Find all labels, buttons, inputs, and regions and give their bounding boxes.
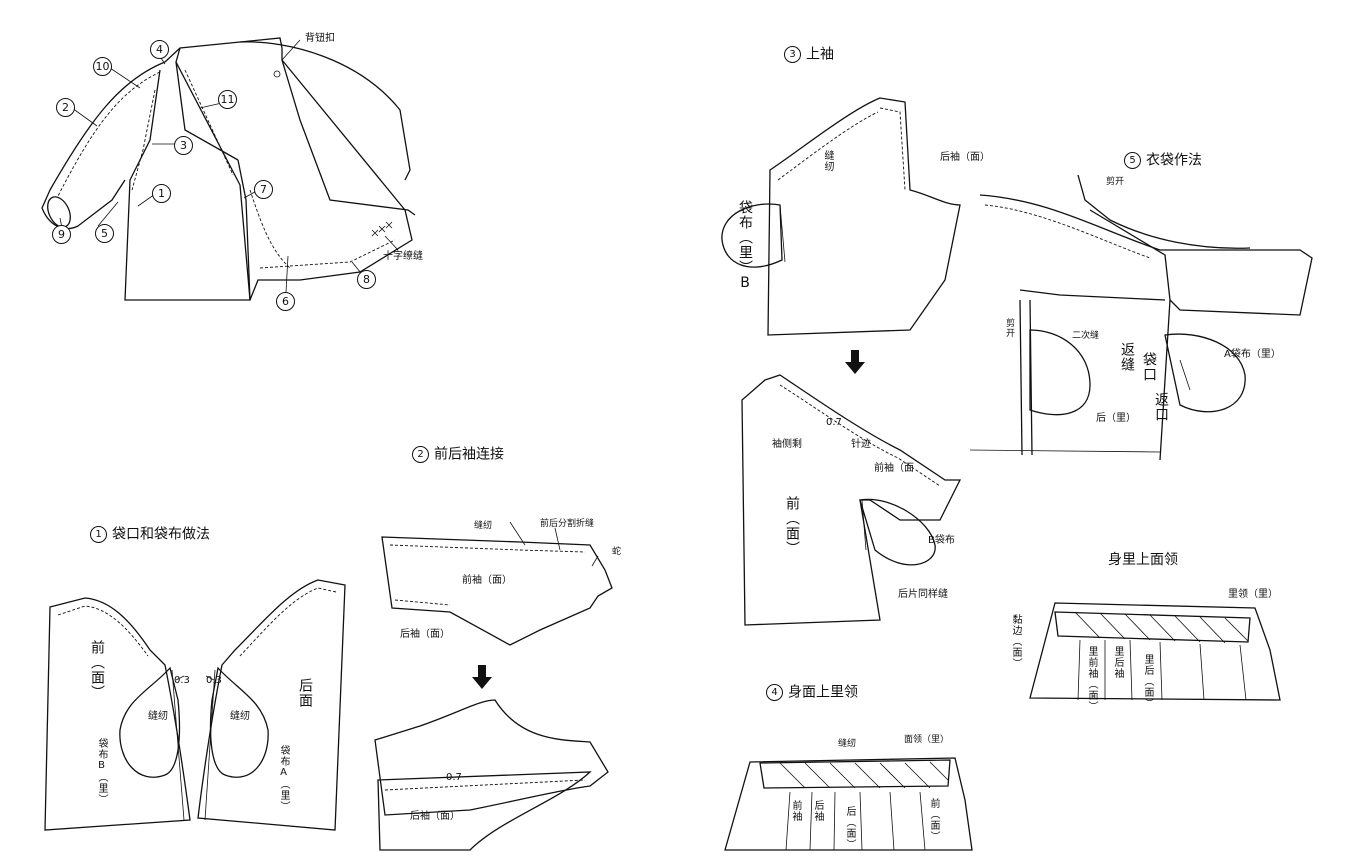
callout-5: 5 xyxy=(95,224,114,243)
step2-dim: 0.7 xyxy=(446,772,462,783)
step4-seam: 缝纫 xyxy=(838,739,857,749)
step2-split-seam: 前后分割折缝 xyxy=(540,519,595,529)
step5-back-lining: 后（里） xyxy=(1096,413,1136,424)
step3-back-sleeve: 后袖（面） xyxy=(940,152,990,163)
callout-8: 8 xyxy=(357,270,376,289)
step2-seam: 缝纫 xyxy=(474,521,493,531)
step4-front-sleeve: 前袖 xyxy=(790,800,801,822)
step1-seam-left: 缝纫 xyxy=(148,711,168,722)
lining-back: 里后（面） xyxy=(1142,654,1153,709)
step5-pocket-mouth: 袋口 xyxy=(1141,352,1157,382)
callout-4: 4 xyxy=(150,40,169,59)
step2-drawing xyxy=(374,521,613,851)
step4-drawing xyxy=(724,757,973,851)
jacket-overview-drawing xyxy=(41,37,416,301)
callout-2: 2 xyxy=(56,98,75,117)
lining-collar-title: 身里上面领 xyxy=(1108,552,1178,568)
lining-collar-label: 里领（里） xyxy=(1228,589,1278,600)
step3-seam: 缝纫 xyxy=(822,150,833,172)
step5-cut: 剪开 xyxy=(1106,177,1125,187)
step1-front-label: 前（面） xyxy=(89,640,105,700)
step1-back-label: 后面 xyxy=(297,678,313,708)
step3-pocket-b-top: 袋布（里）B xyxy=(737,200,753,292)
step3-drawing xyxy=(721,97,962,626)
step2-back-sleeve-top: 后袖（面） xyxy=(400,629,450,640)
binding-label: 黏边（面） xyxy=(1010,614,1021,669)
step5-cut2: 剪开 xyxy=(1004,318,1014,338)
step1-dim-right: 0.3 xyxy=(206,675,222,686)
step1-drawing xyxy=(44,579,346,831)
callout-10: 10 xyxy=(93,57,112,76)
step3-dim: 0.7 xyxy=(826,417,842,428)
callout-3: 3 xyxy=(174,136,193,155)
step4-back: 后（面） xyxy=(844,806,855,850)
step5-return-seam: 返缝 xyxy=(1119,342,1135,372)
lining-back-sleeve: 里后袖 xyxy=(1112,646,1123,679)
callout-11: 11 xyxy=(218,90,237,109)
step3-pocket-b: B袋布 xyxy=(928,535,955,546)
step3-stitch: 针迹 xyxy=(851,439,871,450)
step4-face-collar: 面领（里） xyxy=(904,735,950,745)
step3-back-same: 后片同样缝 xyxy=(898,589,948,600)
step3-front-sleeve: 前袖（面 xyxy=(874,463,914,474)
lining-collar-drawing xyxy=(1029,602,1281,701)
step3-front: 前（面） xyxy=(784,496,800,556)
step1-seam-right: 缝纫 xyxy=(230,711,250,722)
step1-dim-left: 0.3 xyxy=(174,675,190,686)
step1-pocket-b: 袋布B（里） xyxy=(96,738,107,805)
step2-back-sleeve-bottom: 后袖（面） xyxy=(410,811,460,822)
step5-drawing xyxy=(969,174,1313,461)
callout-9: 9 xyxy=(52,225,71,244)
step5-pocket-a: A袋布（里） xyxy=(1224,349,1281,360)
step1-pocket-a: 袋布A（里） xyxy=(278,745,289,812)
step5-return-mouth: 返口 xyxy=(1153,392,1169,422)
cross-stitch-label: 十字缭缝 xyxy=(383,251,423,262)
step3-side-cut: 袖侧剩 xyxy=(772,439,802,450)
back-button-label: 背钮扣 xyxy=(305,33,335,44)
callout-7: 7 xyxy=(254,180,273,199)
lining-front-sleeve: 里前袖（面） xyxy=(1086,646,1097,712)
step2-slit: 蛇 xyxy=(612,547,622,557)
callout-6: 6 xyxy=(276,292,295,311)
step5-double-stitch: 二次缝 xyxy=(1072,331,1100,341)
step4-back-sleeve: 后袖 xyxy=(812,800,823,822)
callout-1: 1 xyxy=(152,184,171,203)
step2-front-sleeve: 前袖（面） xyxy=(462,575,512,586)
step4-front: 前（面） xyxy=(928,798,939,842)
